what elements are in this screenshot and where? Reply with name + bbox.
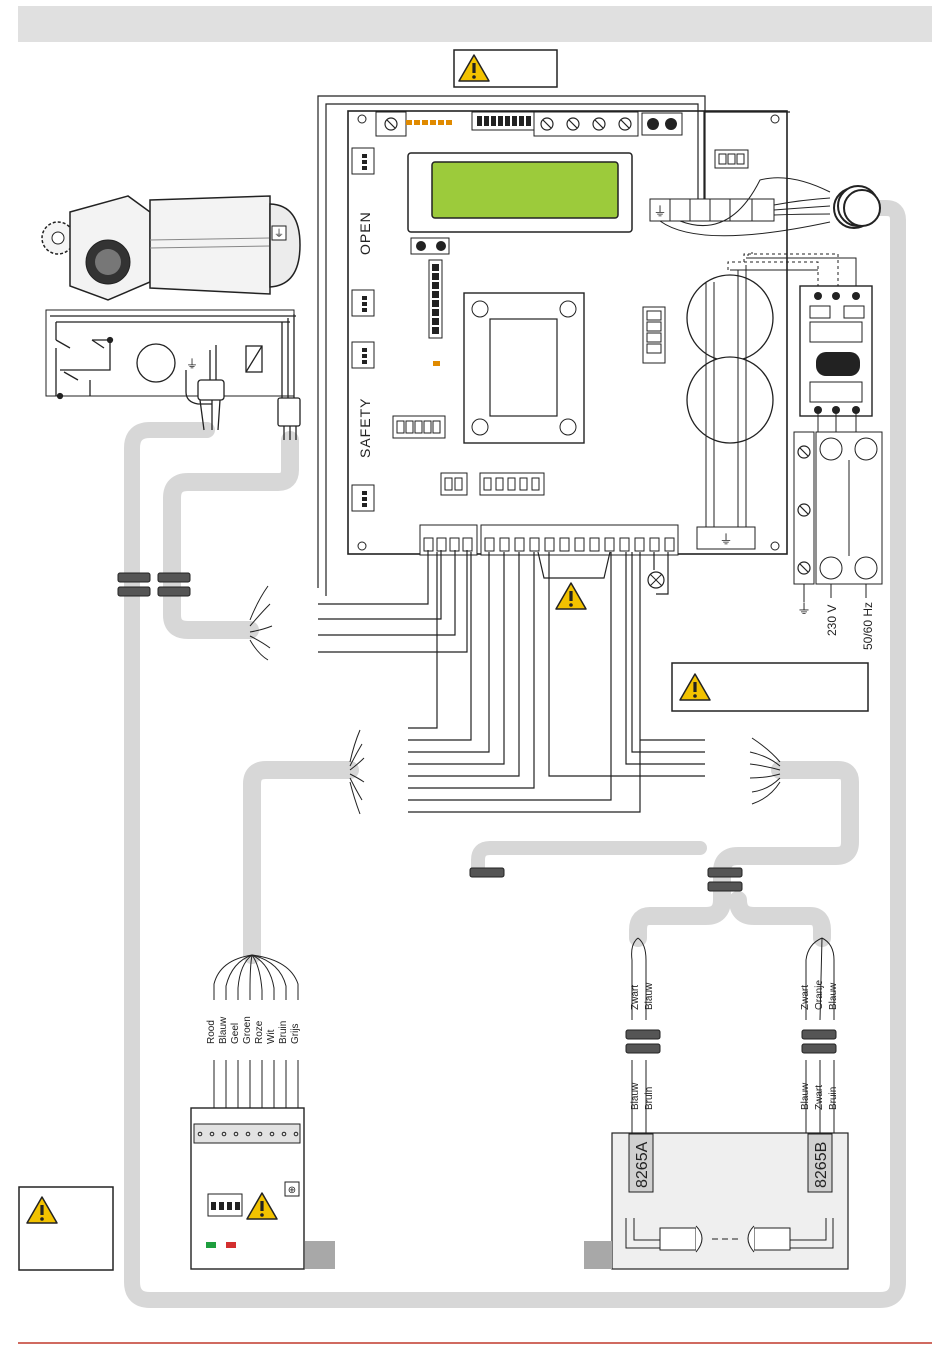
led-red	[226, 1242, 236, 1248]
pa-wire-top-1: Zwart	[630, 985, 641, 1010]
svg-text:⏚: ⏚	[653, 204, 666, 219]
mains-voltage-label: 230 V	[825, 605, 839, 636]
svg-text:⏚: ⏚	[274, 228, 284, 240]
warning-box-right	[672, 663, 868, 711]
warning-box-top	[454, 50, 557, 87]
warning-box-bottom-left	[19, 1187, 113, 1270]
gear-motor: ⏚	[42, 196, 300, 300]
photocell-a-model: 8265A	[634, 1141, 651, 1188]
flash-lamp	[648, 572, 664, 588]
photocell-b-model: 8265B	[813, 1142, 830, 1188]
photocell-panel: 8265A 8265B	[584, 1133, 848, 1269]
mains-frequency-label: 50/60 Hz	[861, 602, 875, 650]
wire-label-groen: Groen	[242, 1016, 253, 1044]
receiver-wire-labels: Rood Blauw Geel Groen Roze Wit Bruin Gri…	[206, 1016, 301, 1044]
terminal-wires	[318, 550, 705, 812]
header-bar	[18, 6, 932, 42]
pa-wire-bottom-1: Blauw	[630, 1082, 641, 1110]
motor-wiring-box: ⏚	[46, 310, 300, 440]
svg-text:⏚: ⏚	[186, 357, 198, 371]
cable-fan-ends	[350, 730, 780, 814]
receiver-module: ⊕	[191, 1108, 335, 1269]
wire-label-bruin: Bruin	[278, 1021, 289, 1044]
wire-label-rood: Rood	[206, 1020, 217, 1044]
pb-wire-bottom-3: Bruin	[828, 1087, 839, 1110]
open-label: OPEN	[357, 211, 373, 255]
pa-wire-bottom-2: Bruin	[644, 1087, 655, 1110]
wire-label-grijs: Grijs	[290, 1023, 301, 1044]
wire-label-wit: Wit	[266, 1029, 277, 1044]
pb-wire-top-1: Zwart	[800, 985, 811, 1010]
wire-label-geel: Geel	[230, 1023, 241, 1044]
pb-wire-bottom-1: Blauw	[800, 1082, 811, 1110]
wire-label-blauw: Blauw	[218, 1016, 229, 1044]
lcd-display	[432, 162, 618, 218]
pa-wire-top-2: Blauw	[644, 982, 655, 1010]
led-green	[206, 1242, 216, 1248]
pb-wire-top-2: Oranje	[814, 980, 825, 1010]
warning-icon-terminals	[556, 583, 586, 609]
pb-wire-top-3: Blauw	[828, 982, 839, 1010]
svg-text:⏚: ⏚	[719, 532, 732, 547]
wire-label-roze: Roze	[254, 1020, 265, 1044]
cable-clamps	[118, 573, 836, 1053]
safety-label: SAFETY	[357, 398, 373, 458]
pb-wire-bottom-2: Zwart	[814, 1085, 825, 1110]
svg-text:⊕: ⊕	[288, 1185, 296, 1196]
control-board: ⏚ OPEN SAFETY	[348, 111, 787, 555]
svg-text:⏚: ⏚	[797, 601, 811, 617]
